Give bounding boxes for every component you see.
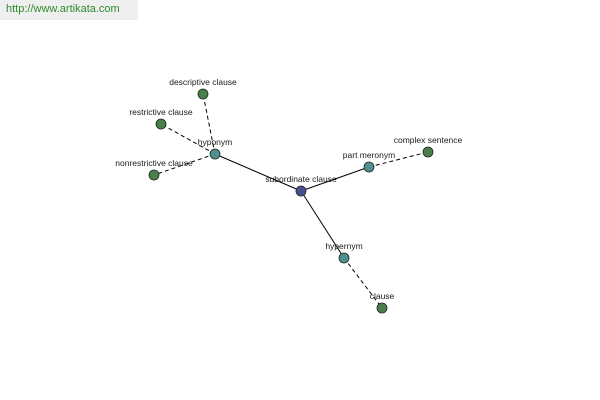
edge-center-hyponym	[214, 153, 302, 192]
center-subordinate-clause-label: subordinate clause	[265, 174, 337, 184]
labels: subordinate clause hyponym part meronym hyp…	[115, 77, 462, 301]
relation-hyponym-node[interactable]	[209, 148, 221, 160]
relation-hypernym-label: hypernym	[325, 241, 362, 251]
edge-center-hypernym	[300, 190, 345, 259]
edge-hypernym-clause	[343, 257, 383, 309]
nodes	[148, 88, 434, 314]
term-complex-sentence-label: complex sentence	[394, 135, 463, 145]
watermark-url[interactable]: http://www.artikata.com	[6, 3, 120, 15]
edge-center-part-meronym	[300, 166, 370, 192]
edge-hyponym-descriptive-clause	[202, 93, 216, 155]
edge-hyponym-nonrestrictive-clause	[153, 153, 216, 176]
relation-part-meronym-node[interactable]	[363, 161, 375, 173]
term-nonrestrictive-clause-node[interactable]	[148, 169, 160, 181]
watermark-bar: http://www.artikata.com	[0, 0, 138, 20]
relation-hypernym-node[interactable]	[338, 252, 350, 264]
relation-part-meronym-label: part meronym	[343, 150, 395, 160]
term-restrictive-clause-label: restrictive clause	[129, 107, 193, 117]
term-clause-node[interactable]	[376, 302, 388, 314]
term-nonrestrictive-clause-label: nonrestrictive clause	[115, 158, 193, 168]
term-restrictive-clause-node[interactable]	[155, 118, 167, 130]
edge-part-meronym-complex-sentence	[368, 151, 429, 168]
term-clause-label: clause	[370, 291, 395, 301]
term-descriptive-clause-label: descriptive clause	[169, 77, 237, 87]
term-complex-sentence-node[interactable]	[422, 146, 434, 158]
edge-hyponym-restrictive-clause	[160, 123, 216, 155]
term-descriptive-clause-node[interactable]	[197, 88, 209, 100]
relation-hyponym-label: hyponym	[198, 137, 233, 147]
edges	[153, 93, 429, 309]
center-subordinate-clause-node[interactable]	[295, 185, 307, 197]
